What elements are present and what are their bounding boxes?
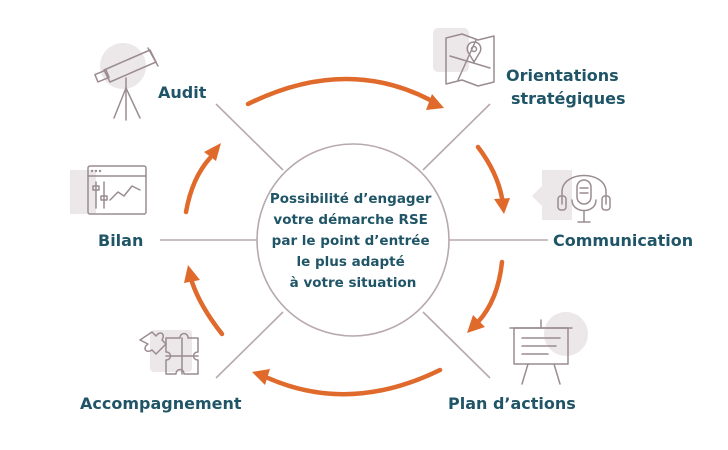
spoke-orientations: [422, 103, 491, 171]
analytics-window-icon: [70, 165, 147, 215]
presentation-board-icon: [509, 312, 588, 385]
audit-label: Audit: [158, 83, 207, 102]
accompagnement-label: Accompagnement: [80, 394, 242, 413]
arrow-accompagnement-to-bilan: [189, 279, 225, 337]
cycle-arrows: [183, 76, 510, 397]
center-circle: [256, 143, 450, 337]
arrowhead-2: [494, 198, 510, 214]
spoke-plan: [422, 311, 491, 379]
plan-label: Plan d’actions: [448, 394, 576, 413]
map-pin-icon: [433, 28, 495, 87]
arrow-audit-to-orientations: [245, 76, 433, 107]
arrowhead-5: [184, 265, 200, 283]
communication-label: Communication: [553, 231, 693, 250]
puzzle-icon: [139, 330, 199, 375]
arrow-communication-to-plan: [475, 259, 505, 325]
center-line-5: à votre situation: [290, 275, 417, 291]
arrowhead-1: [426, 94, 444, 110]
center-line-4: le plus adapté: [297, 254, 405, 270]
arrowhead-6: [204, 143, 221, 161]
microphone-headphones-icon: [532, 170, 611, 223]
bilan-label: Bilan: [98, 231, 143, 250]
center-text: Possibilité d’engager votre démarche RSE…: [270, 191, 436, 291]
arrow-orientations-to-communication: [475, 144, 505, 201]
orientations-line-2: stratégiques: [511, 89, 626, 108]
arrowhead-4: [252, 369, 270, 385]
spokes: [160, 103, 548, 379]
spoke-accompagnement: [215, 311, 284, 379]
center-line-2: votre démarche RSE: [273, 212, 428, 228]
telescope-icon: [94, 43, 159, 121]
arrow-plan-to-accompagnement: [265, 367, 443, 397]
spoke-audit: [215, 103, 284, 171]
arrowhead-3: [467, 315, 485, 333]
orientations-line-1: Orientations: [506, 66, 619, 85]
center-line-1: Possibilité d’engager: [270, 191, 432, 207]
arrow-bilan-to-audit: [183, 155, 213, 215]
center-line-3: par le point d’entrée: [272, 233, 430, 249]
orientations-label: Orientations stratégiques: [506, 66, 626, 108]
